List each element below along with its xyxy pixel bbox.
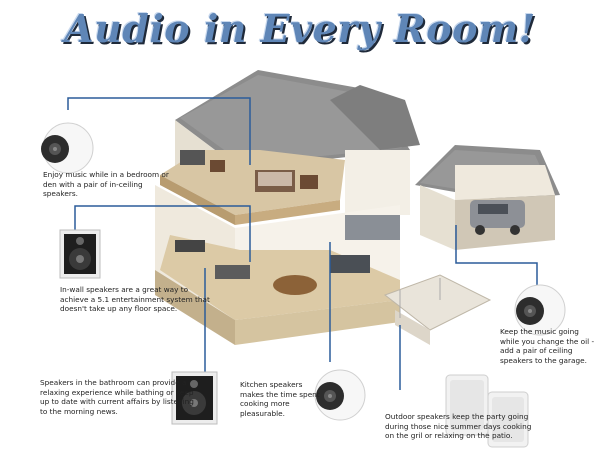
outdoor-speaker-pair-icon: [445, 374, 529, 448]
sofa: [215, 265, 250, 279]
connector-living: [74, 205, 251, 262]
dining-table: [273, 275, 317, 295]
upper-front-wall: [345, 150, 410, 215]
upper-floor: [160, 150, 345, 215]
connector-bedroom: [67, 97, 251, 165]
ceiling-speaker-bedroom-icon: [41, 122, 94, 174]
den-desk: [180, 150, 205, 165]
dresser: [300, 175, 318, 189]
bed-linen: [258, 172, 292, 186]
den-chair: [210, 160, 225, 172]
deck: [383, 274, 492, 331]
ceiling-speaker-garage-icon: [514, 284, 566, 336]
upper-floor-edge: [160, 175, 235, 225]
house-base: [155, 270, 235, 345]
deck-stairs: [395, 310, 430, 345]
kitchen-island: [330, 255, 370, 273]
connector-lines: [67, 97, 538, 390]
caption-bathroom: Speakers in the bathroom can provide a r…: [40, 378, 194, 416]
kitchen-cabinets: [345, 215, 400, 240]
tv-console: [175, 240, 205, 252]
caption-living-room: In-wall speakers are a great way to achi…: [60, 285, 210, 314]
garage-wall-left: [420, 185, 455, 250]
caption-outdoor: Outdoor speakers keep the party going du…: [385, 412, 532, 441]
upper-floor-front: [235, 200, 340, 225]
page-title: Audio in Every Room!: [64, 6, 536, 51]
connector-garage: [455, 225, 538, 292]
suv-window: [478, 204, 508, 214]
in-wall-speaker-bathroom-icon: [171, 371, 218, 425]
garage-wall-back: [455, 165, 555, 200]
side-roof: [330, 85, 420, 150]
caption-kitchen: Kitchen speakers makes the time spent co…: [240, 380, 320, 418]
caption-garage: Keep the music going while you change th…: [500, 327, 595, 365]
in-wall-speaker-living-icon: [59, 229, 101, 279]
ceiling-speaker-kitchen-icon: [314, 369, 366, 421]
house-base-front: [235, 300, 400, 345]
caption-bedroom: Enjoy music while in a bedroom or den wi…: [43, 170, 169, 199]
